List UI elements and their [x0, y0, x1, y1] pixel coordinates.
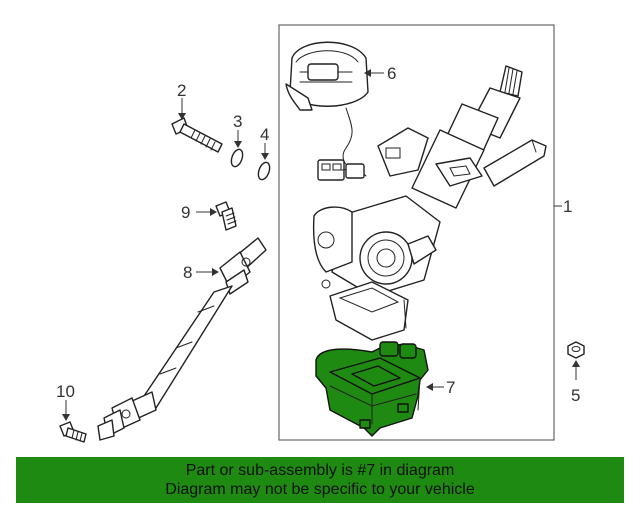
assembly-box	[278, 24, 555, 441]
callout-2[interactable]: 2	[177, 81, 186, 100]
callout-10[interactable]: 10	[56, 382, 75, 401]
part-7-control-module[interactable]	[315, 341, 444, 437]
part-2-bolt[interactable]	[171, 98, 223, 153]
part-5-nut[interactable]	[567, 341, 585, 380]
part-1-steering-column[interactable]	[312, 65, 547, 341]
part-3-washer[interactable]	[229, 130, 245, 168]
banner-line-1: Part or sub-assembly is #7 in diagram	[185, 462, 455, 479]
callout-1[interactable]: 1	[563, 197, 572, 216]
callout-8[interactable]: 8	[183, 263, 192, 282]
callout-7[interactable]: 7	[446, 378, 455, 397]
callout-3[interactable]: 3	[233, 112, 242, 131]
part-4-washer[interactable]	[256, 143, 272, 181]
info-banner: Part or sub-assembly is #7 in diagram Di…	[16, 457, 624, 503]
callout-6[interactable]: 6	[387, 64, 396, 83]
part-6-clock-spring[interactable]	[285, 41, 384, 181]
part-8-intermediate-shaft[interactable]	[97, 237, 267, 441]
callout-5[interactable]: 5	[571, 386, 580, 405]
part-10-bolt[interactable]	[59, 400, 87, 443]
callout-9[interactable]: 9	[181, 203, 190, 222]
callout-4[interactable]: 4	[260, 125, 269, 144]
part-9-bolt[interactable]	[196, 201, 237, 231]
banner-line-2: Diagram may not be specific to your vehi…	[165, 481, 475, 498]
